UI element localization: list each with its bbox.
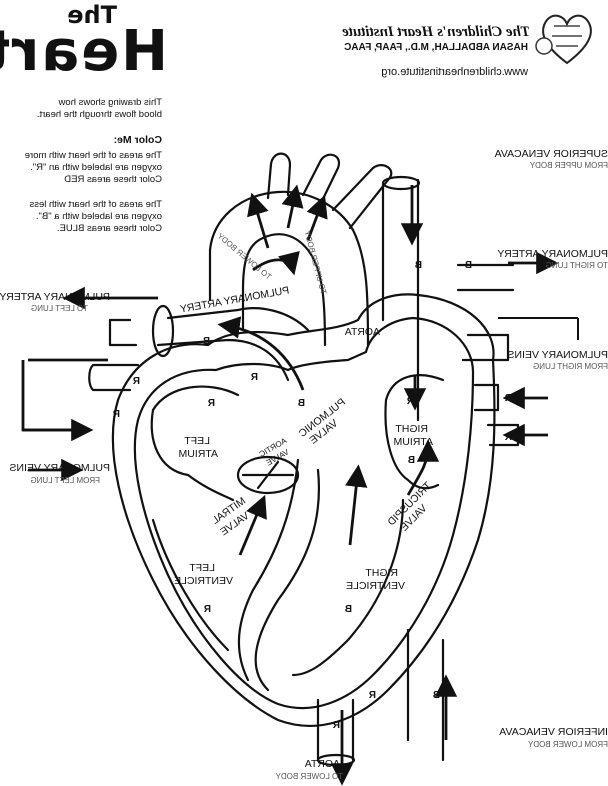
marker-r: R <box>250 372 258 383</box>
marker-r: R <box>332 720 340 731</box>
aorta-arch-label: AORTA <box>344 326 380 338</box>
pa-right-label: PULMONARY ARTERY <box>497 248 608 260</box>
pv-right-sublabel: FROM RIGHT LUNG <box>533 362 608 371</box>
marker-r: R <box>132 376 140 387</box>
left-atrium-label-1: LEFT <box>184 435 210 447</box>
pa-left-opening <box>151 304 175 358</box>
svc-label: SUPERIOR VENACAVA <box>494 148 608 160</box>
aorta-bottom-label: AORTA <box>304 758 340 770</box>
marker-b: B <box>344 604 352 615</box>
marker-b: B <box>202 336 210 347</box>
left-ventricle-label-2: VENTRICLE <box>174 575 233 587</box>
marker-r: R <box>504 432 512 443</box>
right-ventricle-label-1: RIGHT <box>365 567 398 579</box>
arrow-to-lower <box>252 250 300 276</box>
marker-r: R <box>203 604 211 615</box>
pulmonary-trunk <box>166 307 310 332</box>
pv-left-sublabel: FROM LEFT LUNG <box>30 476 100 485</box>
aortic-valve-shape <box>236 455 300 495</box>
marker-r: R <box>207 398 215 409</box>
marker-r: R <box>112 409 120 420</box>
pa-right-sublabel: TO RIGHT LUNG <box>545 261 608 270</box>
left-atrium-label-2: ATRIUM <box>178 448 218 460</box>
marker-b: B <box>297 398 305 409</box>
marker-b: B <box>464 260 472 271</box>
descending-aorta <box>316 698 355 762</box>
arrow-rv-up <box>345 464 368 546</box>
pa-left-sublabel: TO LEFT LUNG <box>30 304 88 313</box>
arrow-aorta-3 <box>306 194 328 241</box>
marker-r-ra: R <box>406 396 414 407</box>
septum <box>237 458 320 692</box>
pa-left-label: PULMONARY ARTERY <box>0 291 110 303</box>
right-atrium-label-2: ATRIUM <box>393 436 433 448</box>
arrow-pv-left <box>21 360 94 442</box>
aorta-arch <box>208 190 370 347</box>
arrow-pa-flow <box>217 316 305 391</box>
ivc-sublabel: FROM LOWER BODY <box>527 740 608 749</box>
arrow-aorta-2 <box>281 184 304 229</box>
right-atrium-chamber <box>384 374 445 490</box>
left-atrium-chamber <box>150 385 240 502</box>
ivc-label: INFERIOR VENACAVA <box>499 726 608 738</box>
arrow-lv-up <box>238 494 267 556</box>
marker-b: B <box>432 690 440 701</box>
svc-sublabel: FROM UPPER BODY <box>529 161 608 170</box>
marker-b: B <box>414 260 422 271</box>
pv-right-label: PULMONARY VEINS <box>507 349 608 361</box>
arrow-aorta-1 <box>247 192 270 249</box>
right-ventricle-label-2: VENTRICLE <box>346 580 405 592</box>
right-atrium-label-1: RIGHT <box>395 423 428 435</box>
arrow-ra-tv <box>406 439 440 496</box>
pv-left-label: PULMONARY VEINS <box>9 462 110 474</box>
heart-logo-icon <box>535 14 592 65</box>
marker-r: R <box>368 690 376 701</box>
left-ventricle-label-1: LEFT <box>189 562 215 574</box>
heart-outline <box>111 293 496 727</box>
marker-r: R <box>504 393 512 404</box>
marker-b: B <box>407 455 415 466</box>
ventricle-wall <box>151 498 405 677</box>
heart-inner-wall <box>133 316 475 710</box>
aorta-bottom-sublabel: TO LOWER BODY <box>275 772 343 781</box>
